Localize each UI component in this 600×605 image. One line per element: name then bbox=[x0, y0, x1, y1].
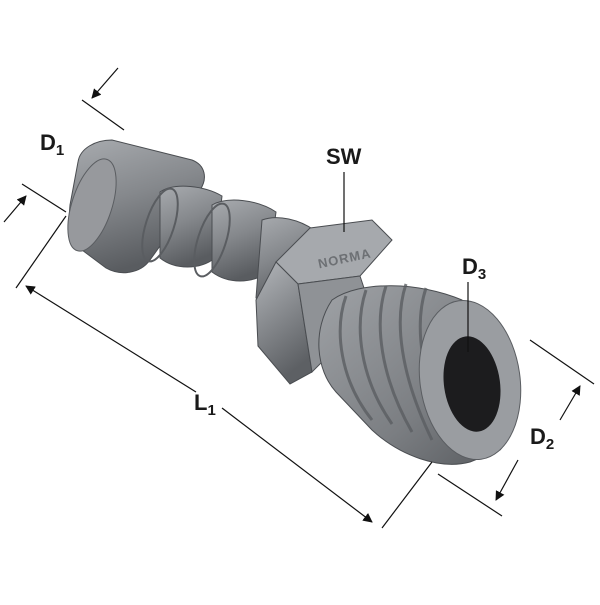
l1-dim-line-2 bbox=[221, 407, 373, 523]
label-d2-main: D bbox=[530, 424, 546, 449]
barb-ring-1-edge bbox=[141, 187, 179, 263]
d1-arrow-top bbox=[91, 67, 119, 99]
label-l1-main: L bbox=[194, 390, 208, 415]
label-d3-main: D bbox=[462, 254, 478, 279]
l1-dim-line bbox=[25, 285, 197, 393]
label-d2: D2 bbox=[530, 424, 555, 453]
l1-ext-left bbox=[15, 215, 67, 289]
label-d1-main: D bbox=[40, 130, 56, 155]
l1-ext-right bbox=[381, 461, 433, 529]
label-d3-sub: 3 bbox=[477, 266, 487, 283]
label-d1: D1 bbox=[40, 130, 65, 159]
label-d3: D3 bbox=[462, 254, 487, 283]
label-sw: SW bbox=[326, 146, 361, 168]
d1-ext-bottom bbox=[21, 183, 67, 213]
d2-arrow-down bbox=[495, 459, 519, 501]
d1-ext-top bbox=[81, 99, 125, 131]
barb-tip-end bbox=[67, 158, 117, 252]
dimension-lines bbox=[3, 67, 595, 529]
label-d1-sub: 1 bbox=[55, 142, 65, 159]
label-d2-sub: 2 bbox=[545, 436, 555, 453]
threaded-section bbox=[318, 283, 522, 465]
label-l1: L1 bbox=[194, 390, 216, 419]
d2-ext-bottom bbox=[437, 473, 503, 517]
d1-arrow-bottom bbox=[3, 195, 27, 223]
bore-hole bbox=[443, 336, 501, 432]
barb-ring-2-edge bbox=[193, 202, 231, 278]
label-sw-main: SW bbox=[326, 144, 362, 169]
label-l1-sub: 1 bbox=[207, 402, 216, 419]
d2-ext-top bbox=[529, 339, 595, 385]
d2-arrow-up bbox=[559, 385, 581, 421]
